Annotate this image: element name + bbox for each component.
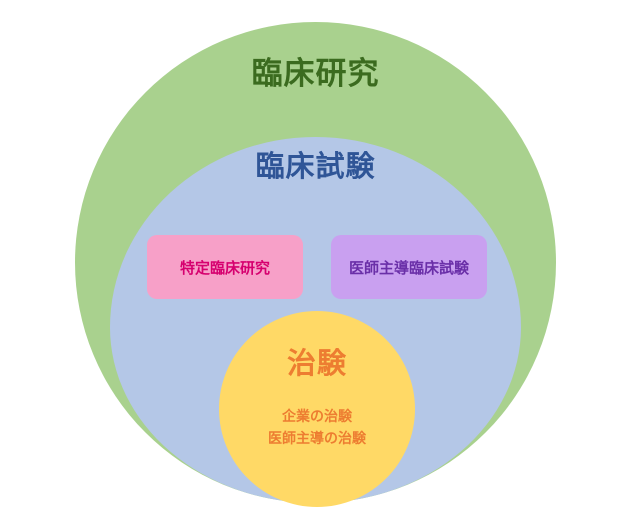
clinical-research-title: 臨床研究 bbox=[251, 56, 380, 92]
specified-clinical-research-box: 特定臨床研究 bbox=[147, 235, 303, 299]
chiken-line-investigator: 医師主導の治験 bbox=[268, 431, 366, 447]
chiken-title: 治験 bbox=[286, 346, 347, 380]
chiken-description: 企業の治験 医師主導の治験 bbox=[219, 406, 415, 450]
chiken-circle bbox=[219, 311, 415, 507]
clinical-trial-title: 臨床試験 bbox=[255, 149, 376, 183]
investigator-initiated-trial-box: 医師主導臨床試験 bbox=[331, 235, 487, 299]
chiken-line-company: 企業の治験 bbox=[282, 409, 352, 425]
